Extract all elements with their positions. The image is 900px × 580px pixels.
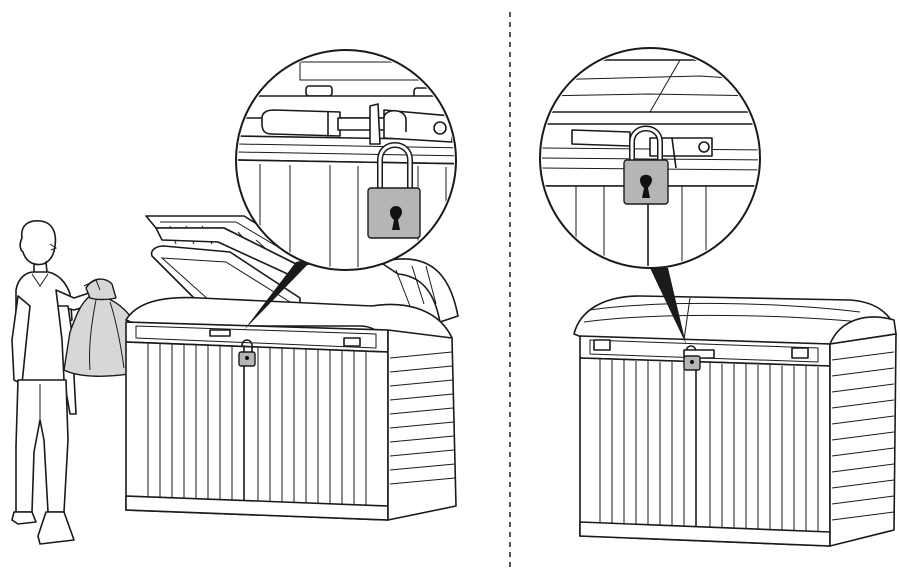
- person-icon: [11, 220, 99, 545]
- callout-pointer: [650, 268, 686, 344]
- padlock-icon: [623, 125, 669, 205]
- callout-pointer: [244, 258, 314, 330]
- magnifier-callout-icon: [235, 49, 457, 271]
- padlock-icon: [683, 345, 715, 371]
- left-panel: [11, 49, 459, 545]
- trash-bag-icon: [63, 278, 141, 377]
- padlock-icon: [367, 142, 421, 239]
- padlock-icon: [238, 339, 256, 367]
- storage-box-icon: [125, 215, 459, 521]
- right-panel: [539, 47, 897, 547]
- magnifier-callout-icon: [539, 47, 761, 269]
- storage-box-icon: [573, 295, 897, 547]
